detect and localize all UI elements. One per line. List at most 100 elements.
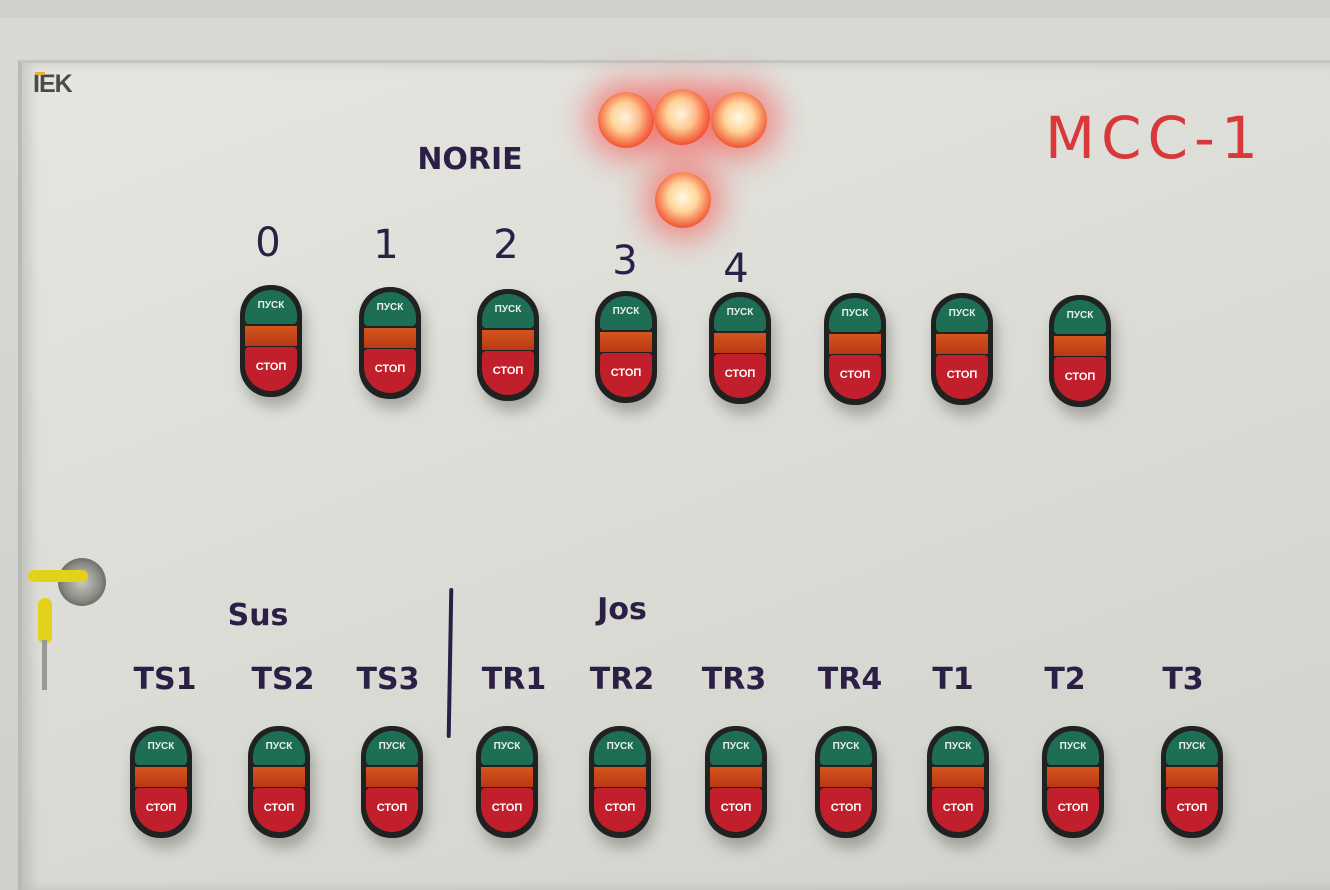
- start-button[interactable]: ПУСК: [364, 292, 416, 326]
- status-lamp: [714, 333, 766, 353]
- start-stop-pushbutton: ПУСК СТОП: [240, 285, 302, 397]
- group-label-jos: Jos: [597, 592, 647, 627]
- stop-button[interactable]: СТОП: [594, 788, 646, 832]
- stop-button[interactable]: СТОП: [600, 353, 652, 397]
- start-stop-pushbutton: ПУСК СТОП: [359, 287, 421, 399]
- group-label-norie: NORIE: [417, 142, 523, 177]
- channel-number: 2: [493, 222, 519, 268]
- channel-label: T1: [932, 662, 974, 697]
- channel-label: T2: [1044, 662, 1086, 697]
- indicator-lamp: [598, 92, 654, 148]
- status-lamp: [820, 767, 872, 787]
- channel-label: TR3: [701, 662, 767, 697]
- start-stop-pushbutton: ПУСК СТОП: [1042, 726, 1104, 838]
- status-lamp: [481, 767, 533, 787]
- channel-label: TR2: [589, 662, 655, 697]
- status-lamp: [253, 767, 305, 787]
- status-lamp: [364, 328, 416, 348]
- start-stop-pushbutton: ПУСК СТОП: [931, 293, 993, 405]
- status-lamp: [482, 330, 534, 350]
- channel-number: 0: [255, 220, 281, 266]
- indicator-lamp: [654, 89, 710, 145]
- start-button[interactable]: ПУСК: [600, 296, 652, 330]
- stop-button[interactable]: СТОП: [245, 347, 297, 391]
- start-button[interactable]: ПУСК: [245, 290, 297, 324]
- start-button[interactable]: ПУСК: [932, 731, 984, 765]
- status-lamp: [594, 767, 646, 787]
- start-button[interactable]: ПУСК: [594, 731, 646, 765]
- status-lamp: [366, 767, 418, 787]
- status-lamp: [1054, 336, 1106, 356]
- start-stop-pushbutton: ПУСК СТОП: [824, 293, 886, 405]
- channel-label: TS2: [251, 662, 315, 697]
- start-stop-pushbutton: ПУСК СТОП: [248, 726, 310, 838]
- start-stop-pushbutton: ПУСК СТОП: [927, 726, 989, 838]
- channel-label: T3: [1162, 662, 1204, 697]
- start-stop-pushbutton: ПУСК СТОП: [589, 726, 651, 838]
- channel-number: 3: [612, 238, 638, 284]
- start-stop-pushbutton: ПУСК СТОП: [1049, 295, 1111, 407]
- status-lamp: [932, 767, 984, 787]
- panel-title: MCC-1: [1045, 104, 1264, 172]
- start-button[interactable]: ПУСК: [135, 731, 187, 765]
- channel-label: TS3: [356, 662, 420, 697]
- channel-number: 4: [723, 246, 749, 292]
- status-lamp: [245, 326, 297, 346]
- stop-button[interactable]: СТОП: [1054, 357, 1106, 401]
- key-fob: [38, 598, 52, 644]
- start-stop-pushbutton: ПУСК СТОП: [477, 289, 539, 401]
- stop-button[interactable]: СТОП: [936, 355, 988, 399]
- brand-logo: IEK: [33, 70, 73, 99]
- status-lamp: [936, 334, 988, 354]
- key-blade: [42, 640, 47, 690]
- start-stop-pushbutton: ПУСК СТОП: [130, 726, 192, 838]
- start-button[interactable]: ПУСК: [820, 731, 872, 765]
- stop-button[interactable]: СТОП: [1166, 788, 1218, 832]
- key-icon: [28, 570, 88, 582]
- stop-button[interactable]: СТОП: [710, 788, 762, 832]
- door-lock[interactable]: [58, 558, 106, 606]
- stop-button[interactable]: СТОП: [364, 349, 416, 393]
- start-button[interactable]: ПУСК: [829, 298, 881, 332]
- start-button[interactable]: ПУСК: [714, 297, 766, 331]
- stop-button[interactable]: СТОП: [366, 788, 418, 832]
- start-stop-pushbutton: ПУСК СТОП: [476, 726, 538, 838]
- stop-button[interactable]: СТОП: [482, 351, 534, 395]
- channel-label: TS1: [133, 662, 197, 697]
- channel-label: TR1: [481, 662, 547, 697]
- group-label-sus: Sus: [227, 598, 289, 633]
- channel-number: 1: [373, 222, 399, 268]
- stop-button[interactable]: СТОП: [253, 788, 305, 832]
- stop-button[interactable]: СТОП: [820, 788, 872, 832]
- stop-button[interactable]: СТОП: [932, 788, 984, 832]
- status-lamp: [1166, 767, 1218, 787]
- start-button[interactable]: ПУСК: [1047, 731, 1099, 765]
- status-lamp: [829, 334, 881, 354]
- status-lamp: [135, 767, 187, 787]
- start-button[interactable]: ПУСК: [253, 731, 305, 765]
- start-button[interactable]: ПУСК: [936, 298, 988, 332]
- stop-button[interactable]: СТОП: [714, 354, 766, 398]
- start-button[interactable]: ПУСК: [1166, 731, 1218, 765]
- start-button[interactable]: ПУСК: [482, 294, 534, 328]
- start-button[interactable]: ПУСК: [366, 731, 418, 765]
- start-stop-pushbutton: ПУСК СТОП: [1161, 726, 1223, 838]
- start-stop-pushbutton: ПУСК СТОП: [361, 726, 423, 838]
- start-button[interactable]: ПУСК: [481, 731, 533, 765]
- start-stop-pushbutton: ПУСК СТОП: [595, 291, 657, 403]
- status-lamp: [600, 332, 652, 352]
- stop-button[interactable]: СТОП: [481, 788, 533, 832]
- stop-button[interactable]: СТОП: [829, 355, 881, 399]
- status-lamp: [710, 767, 762, 787]
- start-stop-pushbutton: ПУСК СТОП: [815, 726, 877, 838]
- indicator-lamp: [711, 92, 767, 148]
- channel-label: TR4: [817, 662, 883, 697]
- start-button[interactable]: ПУСК: [1054, 300, 1106, 334]
- stop-button[interactable]: СТОП: [1047, 788, 1099, 832]
- start-stop-pushbutton: ПУСК СТОП: [709, 292, 771, 404]
- status-lamp: [1047, 767, 1099, 787]
- stop-button[interactable]: СТОП: [135, 788, 187, 832]
- start-button[interactable]: ПУСК: [710, 731, 762, 765]
- start-stop-pushbutton: ПУСК СТОП: [705, 726, 767, 838]
- indicator-lamp: [655, 172, 711, 228]
